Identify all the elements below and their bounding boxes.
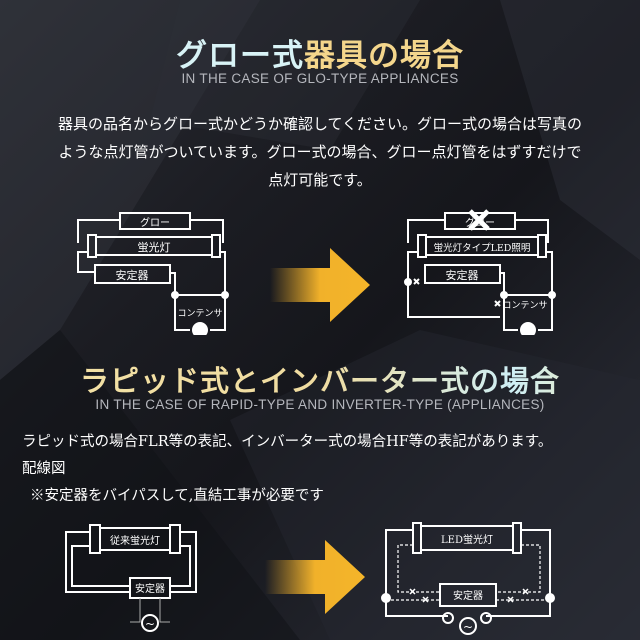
- rapid-diagram-after: LED蛍光灯 安定器 ~: [381, 522, 555, 635]
- title-part-b: 器具の場合: [304, 38, 464, 74]
- label-tube: 従来蛍光灯: [110, 534, 160, 547]
- label-glow: グロー: [140, 216, 170, 229]
- label-ballast: 安定器: [116, 268, 149, 282]
- label-glow: グロー: [465, 216, 495, 229]
- arrow-icon: [265, 540, 365, 614]
- paragraph-line: 器具の品名からグロー式かどうか確認してください。グロー式の場合は写真の: [57, 115, 583, 133]
- paragraph-line: ような点灯管がついています。グロー式の場合、グロー点灯管をはずすだけで: [58, 143, 582, 161]
- section2-note: ※安定器をバイパスして,直結工事が必要です: [30, 488, 324, 504]
- title-part-a: グロー式: [176, 38, 304, 74]
- paragraph-line: 点灯可能です。: [268, 171, 372, 189]
- label-tube: LED蛍光灯: [441, 533, 493, 546]
- section1-subtitle: IN THE CASE OF GLO-TYPE APPLIANCES: [181, 71, 459, 86]
- section1-title: グロー式器具の場合: [0, 30, 640, 75]
- ac-source-icon: ~: [463, 620, 473, 634]
- label-ballast: 安定器: [453, 589, 483, 602]
- ac-source-icon: ~: [145, 617, 155, 631]
- section2-line2: 配線図: [22, 461, 66, 477]
- label-capacitor: コンテンサ: [502, 300, 547, 311]
- label-ballast: 安定器: [135, 582, 165, 595]
- section2-title: ラピッド式とインバーター式の場合: [0, 358, 640, 400]
- label-ballast: 安定器: [446, 268, 479, 282]
- section2-subtitle: IN THE CASE OF RAPID-TYPE AND INVERTER-T…: [95, 397, 545, 412]
- removed-x-icon: [468, 209, 490, 231]
- glow-diagram-before: グロー 蛍光灯 安定器 コンテンサ: [77, 212, 229, 335]
- section1-paragraph: 器具の品名からグロー式かどうか確認してください。グロー式の場合は写真の ような点…: [0, 110, 640, 194]
- glow-diagram-after: グロー 蛍光灯タイプLED照明 安定器 コンテンサ: [404, 209, 556, 335]
- section2-line1: ラピッド式の場合FLR等の表記、インバーター式の場合HF等の表記があります。: [22, 434, 553, 450]
- arrow-icon: [270, 248, 370, 322]
- label-capacitor: コンテンサ: [177, 308, 222, 319]
- label-tube: 蛍光灯: [138, 240, 171, 254]
- rapid-diagram-before: 従来蛍光灯 安定器 ~: [65, 524, 197, 632]
- label-tube: 蛍光灯タイプLED照明: [434, 242, 531, 254]
